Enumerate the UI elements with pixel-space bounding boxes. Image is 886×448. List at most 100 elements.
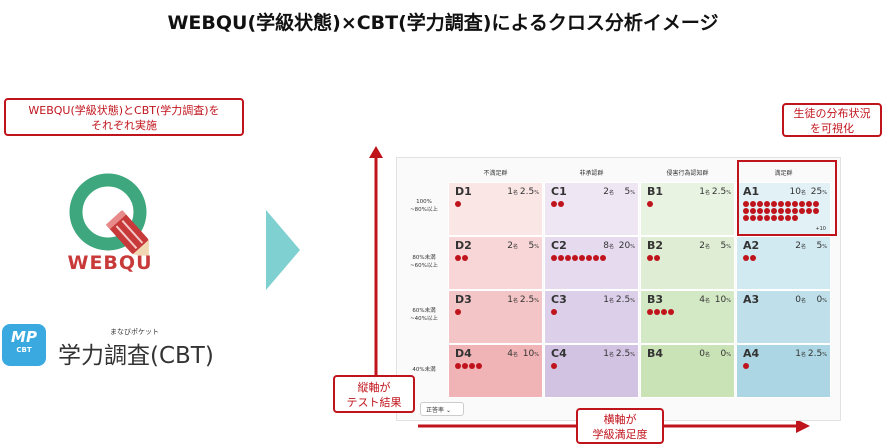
cell-percent-value: 2.5 <box>615 349 631 359</box>
cell-count-unit: 名 <box>800 298 806 304</box>
col-header-unsatisfied: 不満足群 <box>483 170 508 177</box>
cell-count-unit: 名 <box>704 244 710 250</box>
cell-count-unit: 名 <box>608 352 614 358</box>
student-dot <box>750 201 756 207</box>
student-dot <box>792 208 798 214</box>
vertical-axis-arrow-icon <box>369 146 383 378</box>
cell-code: C1 <box>551 185 567 198</box>
manabi-pocket-logo-icon: MP CBT <box>2 324 46 366</box>
cell-percent-unit: % <box>822 352 827 358</box>
student-dot <box>743 363 749 369</box>
student-dot <box>771 215 777 221</box>
cell-code: C3 <box>551 293 567 306</box>
webqu-logo-text: WEBQU <box>67 252 153 274</box>
cell-percent: 2.5% <box>616 295 635 305</box>
cell-code: A2 <box>743 239 760 252</box>
cbt-ruby-text: まなびポケット <box>110 328 159 336</box>
student-dot <box>551 363 557 369</box>
student-dot <box>764 215 770 221</box>
callout-distribution-line2: を可視化 <box>810 122 854 135</box>
cell-percent: 2.5% <box>520 295 539 305</box>
row-header-3: 60%未満 ~40%以上 <box>400 307 448 323</box>
student-dot <box>792 201 798 207</box>
student-dot <box>743 255 749 261</box>
cell-count-unit: 名 <box>800 352 806 358</box>
cell-percent: 0% <box>721 349 732 359</box>
cell-percent: 10% <box>523 349 539 359</box>
row-header-1: 100% ~80%以上 <box>400 198 448 214</box>
student-dot <box>799 201 805 207</box>
cell-percent-unit: % <box>726 298 731 304</box>
cell-count: 2名 <box>795 241 806 251</box>
mp-logo-text: MP <box>11 328 37 346</box>
cell-count: 8名 <box>603 241 614 251</box>
cell-code: A4 <box>743 347 760 360</box>
cell-count: 2名 <box>603 187 614 197</box>
student-dot <box>792 215 798 221</box>
chevron-down-icon: ⌄ <box>445 407 451 414</box>
student-dot <box>743 201 749 207</box>
cell-percent-unit: % <box>630 298 635 304</box>
student-dot <box>771 208 777 214</box>
cell-count-value: 2 <box>603 187 609 197</box>
cell-count: 2名 <box>699 241 710 251</box>
student-dot <box>455 201 461 207</box>
student-dot <box>647 309 653 315</box>
student-dot <box>661 309 667 315</box>
cell-count-value: 1 <box>699 187 705 197</box>
student-dot <box>455 309 461 315</box>
student-dot <box>757 208 763 214</box>
page-title: WEBQU(学級状態)×CBT(学力調査)によるクロス分析イメージ <box>167 12 719 34</box>
cell-percent-value: 2.5 <box>711 187 727 197</box>
col-header-satisfied: 満足群 <box>774 170 793 177</box>
cell-count-unit: 名 <box>800 190 806 196</box>
callout-vertical-axis-line2: テスト結果 <box>346 396 402 409</box>
callout-distribution: 生徒の分布状況 を可視化 <box>782 103 882 137</box>
cell-percent-unit: % <box>726 352 731 358</box>
student-dot <box>455 363 461 369</box>
cell-count: 1名 <box>507 295 518 305</box>
cell-count-unit: 名 <box>704 352 710 358</box>
cell-percent-unit: % <box>822 298 827 304</box>
cell-percent-value: 2.5 <box>615 295 631 305</box>
col-header-infringed: 侵害行為認知群 <box>666 170 709 177</box>
callout-horizontal-axis-line1: 横軸が <box>603 413 637 426</box>
cell-count: 10名 <box>790 187 806 197</box>
cbt-name: 学力調査(CBT) <box>58 343 214 369</box>
cell-percent-value: 5 <box>816 241 823 251</box>
student-dot <box>654 309 660 315</box>
student-dot <box>668 309 674 315</box>
cell-percent: 2.5% <box>712 187 731 197</box>
student-dot <box>586 255 592 261</box>
cell-code: C4 <box>551 347 567 360</box>
cell-count: 0名 <box>699 349 710 359</box>
row-header-2: 80%未満 ~60%以上 <box>400 254 448 270</box>
cell-percent-unit: % <box>534 352 539 358</box>
score-rate-select[interactable]: 正答率 ⌄ <box>420 402 464 416</box>
cell-count-value: 10 <box>789 187 801 197</box>
row-header-4: 40%未満 <box>400 366 448 374</box>
student-dot <box>750 208 756 214</box>
cell-percent-value: 0 <box>816 295 823 305</box>
cell-count: 0名 <box>795 295 806 305</box>
cell-count: 4名 <box>699 295 710 305</box>
cell-count-value: 0 <box>795 295 801 305</box>
student-dot <box>750 255 756 261</box>
student-dot <box>469 363 475 369</box>
